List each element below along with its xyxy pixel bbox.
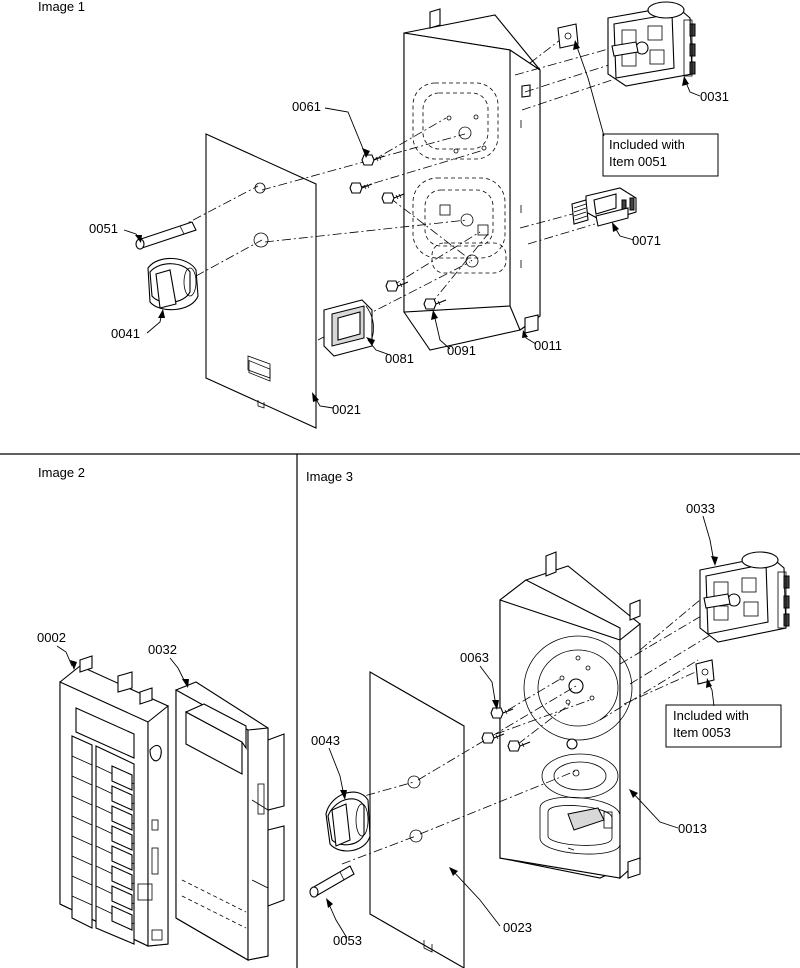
shaft-0051 <box>135 221 197 250</box>
callout-0053: 0053 <box>333 933 362 948</box>
screw-group-0061 <box>349 154 405 204</box>
callout-0051: 0051 <box>89 221 118 236</box>
callout-0071: 0071 <box>632 233 661 248</box>
callout-0013: 0013 <box>678 821 707 836</box>
callout-0023: 0023 <box>503 920 532 935</box>
housing-bracket <box>403 8 541 351</box>
projection-lines-1 <box>177 39 613 341</box>
front-panel-0023 <box>369 671 465 968</box>
front-panel <box>205 133 317 429</box>
membrane-panel-0032 <box>175 681 285 961</box>
callout-0041: 0041 <box>111 326 140 341</box>
keypad-right <box>95 745 135 945</box>
note-box-panel-3: Included with Item 0053 <box>665 704 782 748</box>
screw-group-0091 <box>385 280 447 310</box>
timer-0033 <box>699 551 790 643</box>
callout-0043: 0043 <box>311 733 340 748</box>
leaders-panel-3 <box>326 515 718 939</box>
callout-0011: 0011 <box>534 338 562 353</box>
washer-plate-panel-1 <box>557 23 579 49</box>
callout-0061: 0061 <box>292 99 321 114</box>
callout-0032: 0032 <box>148 642 177 657</box>
panel-image-2: Image 2 <box>37 465 285 961</box>
thermostat-0071 <box>571 187 637 227</box>
bezel-0081 <box>323 299 374 357</box>
leaders-panel-2 <box>56 645 189 688</box>
callout-0063: 0063 <box>460 650 489 665</box>
callout-0091: 0091 <box>447 343 476 358</box>
timer-0031 <box>607 1 696 87</box>
note-3-line-1: Included with <box>673 708 749 723</box>
panel-image-3: Image 3 <box>306 469 790 968</box>
projection-lines-3 <box>341 599 713 865</box>
callout-0081: 0081 <box>385 351 414 366</box>
panel-2-title: Image 2 <box>38 465 85 480</box>
screw-group-0063 <box>481 707 531 752</box>
control-board-0002 <box>59 655 169 947</box>
panel-image-1: Image 1 <box>38 0 729 429</box>
note-box-panel-1: Included with Item 0051 <box>602 133 719 177</box>
note-3-line-2: Item 0053 <box>673 725 731 740</box>
knob-0043 <box>325 791 371 852</box>
knob-0041 <box>147 257 199 311</box>
keypad-left <box>71 735 93 929</box>
panel-1-title: Image 1 <box>38 0 85 14</box>
housing-0013 <box>499 551 641 880</box>
washer-plate-panel-3 <box>695 659 715 685</box>
callout-0021: 0021 <box>332 402 361 417</box>
shaft-0053 <box>309 865 355 898</box>
callout-0033: 0033 <box>686 501 715 516</box>
note-1-line-1: Included with <box>609 137 685 152</box>
panel-3-title: Image 3 <box>306 469 353 484</box>
leaders-panel-1 <box>123 40 701 409</box>
note-1-line-2: Item 0051 <box>609 154 667 169</box>
callout-0031: 0031 <box>700 89 729 104</box>
callout-0002: 0002 <box>37 630 66 645</box>
